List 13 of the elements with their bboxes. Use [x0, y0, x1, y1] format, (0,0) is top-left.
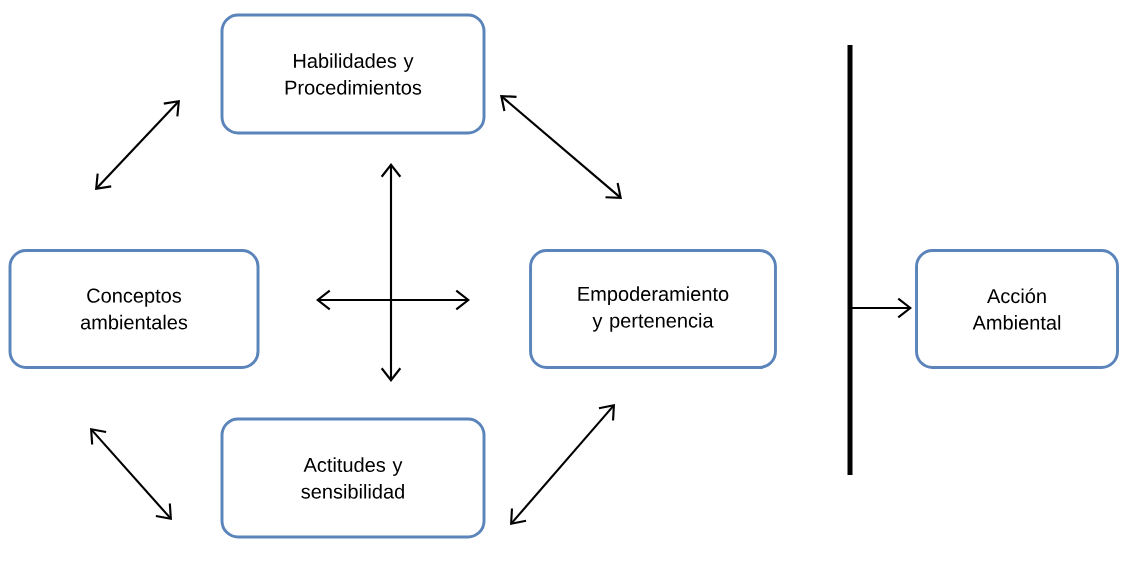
arrow: [380, 163, 402, 382]
concept-box: Conceptos ambientales: [8, 249, 260, 369]
concept-box: Actitudes y sensibilidad: [220, 417, 486, 539]
concept-box: Empoderamiento y pertenencia: [529, 249, 777, 369]
vertical-bar: [847, 45, 853, 475]
arrow: [90, 428, 172, 520]
arrow: [510, 404, 615, 525]
arrow: [316, 289, 470, 311]
arrow: [500, 95, 622, 199]
concept-box: Habilidades y Procedimientos: [220, 13, 486, 135]
arrow: [850, 297, 912, 319]
arrow: [95, 100, 180, 190]
concept-box: Acción Ambiental: [915, 249, 1119, 369]
